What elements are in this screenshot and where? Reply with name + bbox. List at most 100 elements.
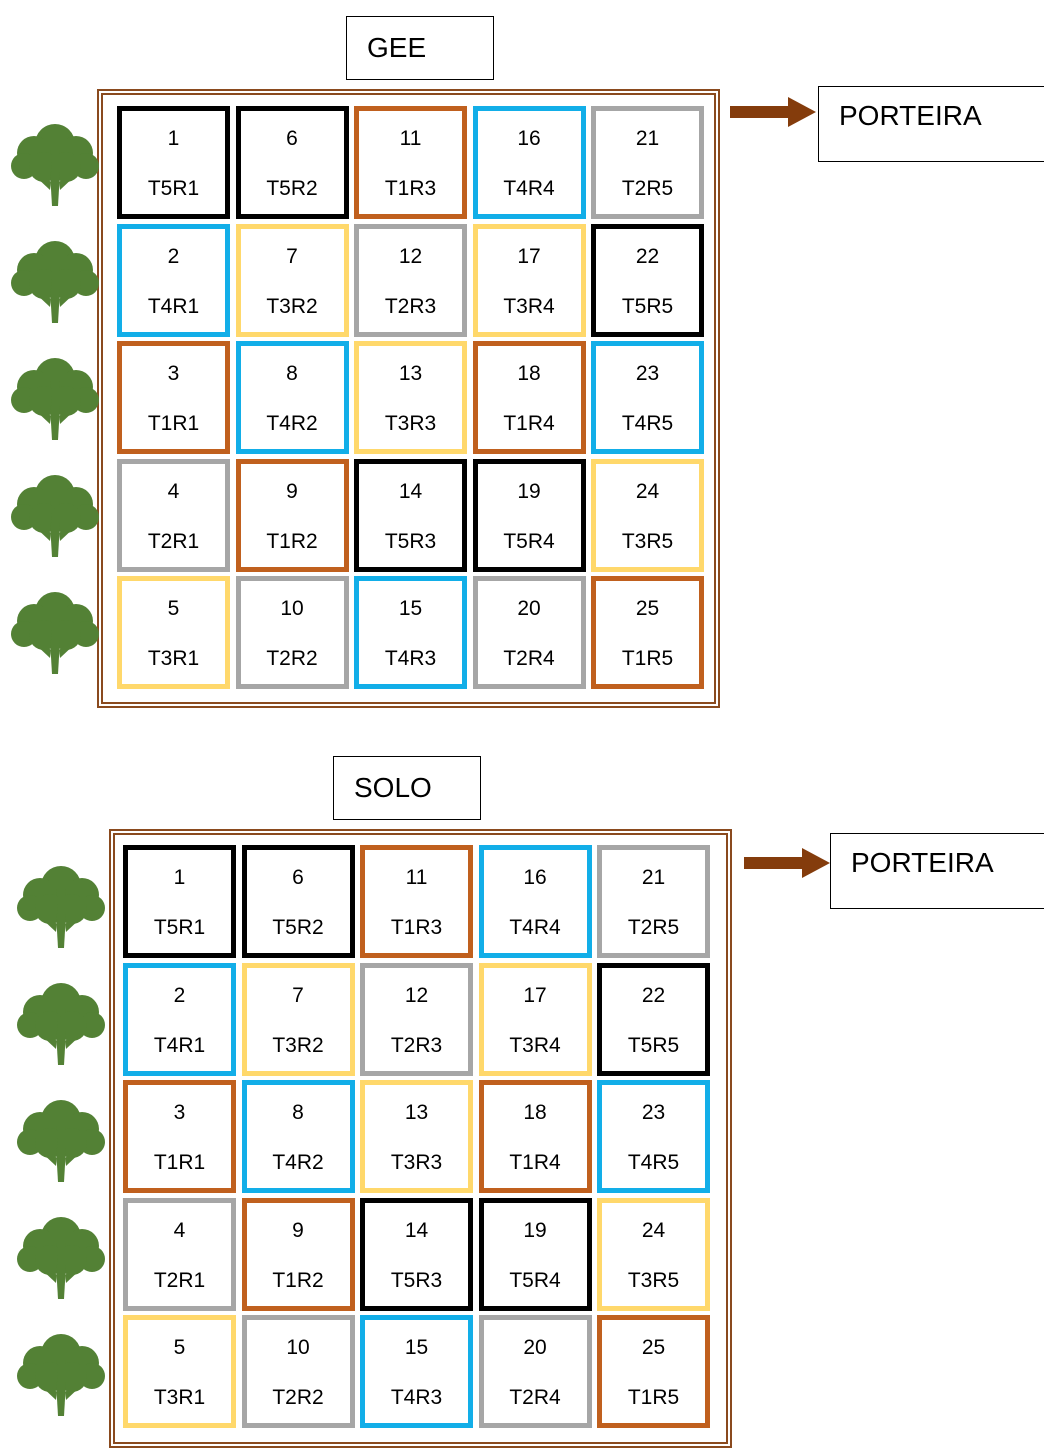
plot-number: 1	[167, 127, 180, 150]
plot-treatment-code: T3R4	[509, 1033, 561, 1057]
plot-treatment-code: T5R5	[627, 1033, 680, 1057]
tree-icon	[16, 1213, 106, 1301]
tree-icon	[16, 979, 106, 1067]
plot-treatment-code: T2R1	[147, 529, 200, 553]
plot-treatment-code: T5R1	[147, 177, 200, 200]
plot-treatment-code: T2R4	[503, 647, 555, 670]
plot-treatment-code: T1R4	[503, 412, 555, 435]
plot-treatment-code: T5R2	[266, 177, 318, 200]
plot-number: 2	[167, 244, 180, 268]
plot-treatment-code: T1R1	[147, 412, 200, 435]
plot-treatment-code: T4R4	[509, 916, 561, 939]
plot-number: 13	[398, 362, 423, 385]
plot-treatment-code: T5R3	[390, 1268, 443, 1292]
plot-treatment-code: T5R1	[153, 916, 206, 939]
plot-treatment-code: T2R2	[266, 647, 318, 670]
tree-icon	[16, 1330, 106, 1418]
gate-label: PORTEIRA	[830, 833, 1044, 909]
plot-number: 7	[292, 983, 304, 1007]
tree-icon	[10, 588, 100, 676]
plot-treatment-code: T1R5	[621, 647, 674, 670]
plot-number: 25	[635, 597, 660, 620]
panel-title: SOLO	[333, 756, 481, 820]
plot-number: 14	[398, 479, 423, 503]
plot-treatment-code: T3R3	[390, 1151, 443, 1174]
plot-number: 9	[286, 479, 298, 503]
plot-number: 15	[404, 1336, 429, 1359]
plot-treatment-code: T3R3	[384, 412, 437, 435]
plot-treatment-code: T5R2	[272, 916, 324, 939]
plot-treatment-code: T2R1	[153, 1268, 206, 1292]
plot-number: 4	[173, 1218, 186, 1242]
plot-number: 23	[641, 1101, 666, 1124]
plot-number: 24	[641, 1218, 666, 1242]
plot-treatment-code: T1R3	[390, 916, 443, 939]
plot-number: 9	[292, 1218, 304, 1242]
plot-number: 7	[286, 244, 298, 268]
plot-treatment-code: T1R3	[384, 177, 437, 200]
gate-label: PORTEIRA	[818, 86, 1044, 162]
plot-treatment-code: T3R1	[147, 647, 200, 670]
plot-treatment-code: T4R3	[390, 1386, 443, 1409]
plot-treatment-code: T1R4	[509, 1151, 561, 1174]
plot-number: 13	[404, 1101, 429, 1124]
plot-treatment-code: T5R3	[384, 529, 437, 553]
plot-treatment-code: T3R5	[627, 1268, 680, 1292]
plot-number: 21	[641, 866, 666, 889]
plot-number: 5	[173, 1336, 186, 1359]
plot-treatment-code: T2R4	[509, 1386, 561, 1409]
plot-treatment-code: T2R5	[627, 916, 680, 939]
plot-number: 15	[398, 597, 423, 620]
plot-treatment-code: T4R1	[147, 294, 200, 318]
plot-treatment-code: T4R5	[627, 1151, 680, 1174]
plot-treatment-code: T5R4	[509, 1268, 561, 1292]
plot-treatment-code: T3R1	[153, 1386, 206, 1409]
tree-icon	[10, 471, 100, 559]
plot-number: 3	[173, 1101, 186, 1124]
plot-number: 12	[398, 244, 423, 268]
plot-number: 22	[635, 244, 660, 268]
plot-treatment-code: T2R3	[384, 294, 437, 318]
plot-number: 1	[173, 866, 186, 889]
plot-treatment-code: T5R4	[503, 529, 555, 553]
tree-icon	[10, 120, 100, 208]
plot-treatment-code: T3R2	[272, 1033, 324, 1057]
plot-number: 8	[292, 1101, 304, 1124]
plot-treatment-code: T2R5	[621, 177, 674, 200]
plot-treatment-code: T2R2	[272, 1386, 324, 1409]
plot-number: 17	[523, 983, 547, 1007]
tree-icon	[10, 354, 100, 442]
plot-number: 6	[292, 866, 304, 889]
plot-number: 14	[404, 1218, 429, 1242]
panel-title: GEE	[346, 16, 494, 80]
plot-treatment-code: T1R2	[272, 1268, 324, 1292]
